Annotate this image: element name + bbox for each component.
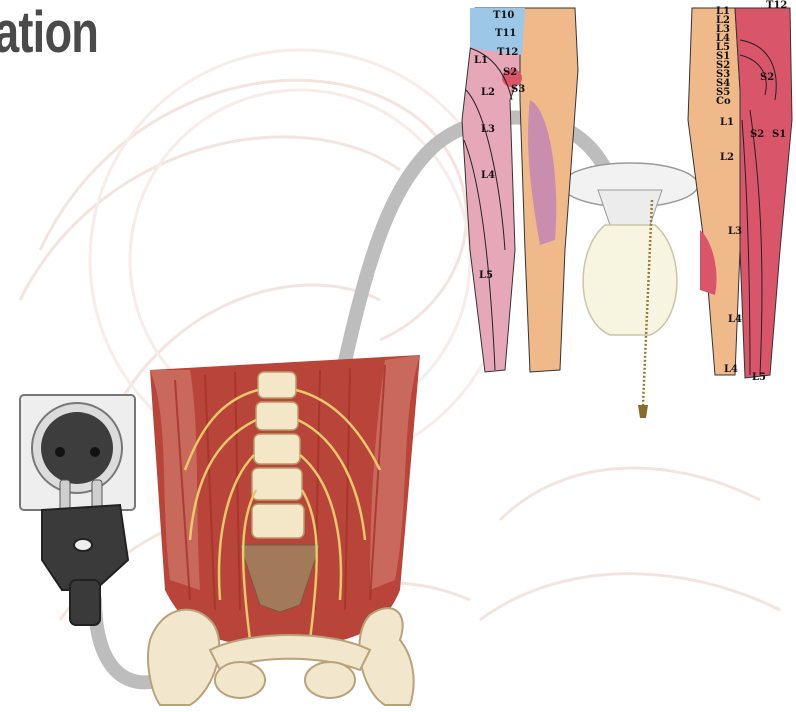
label-back-l4-low: L4 [724, 364, 738, 375]
label-back-l4-mid: L4 [728, 314, 742, 325]
label-t12: T12 [497, 47, 518, 58]
label-back-t12: T12 [766, 0, 787, 11]
label-l2: L2 [481, 87, 495, 98]
label-s3: S3 [511, 84, 525, 95]
label-back-s2-mid: S2 [750, 129, 764, 140]
label-t11: T11 [495, 28, 516, 39]
light-bulb-icon [562, 163, 698, 335]
label-l3: L3 [481, 124, 495, 135]
label-l5: L5 [479, 270, 493, 281]
label-back-l3-mid: L3 [728, 226, 742, 237]
label-back-s1-mid: S1 [772, 129, 786, 140]
wall-outlet-icon [20, 395, 135, 510]
label-back-l5-low: L5 [752, 372, 766, 383]
lumbar-plexus-illustration [148, 355, 420, 705]
label-back-co: Co [716, 96, 731, 107]
label-l1: L1 [474, 55, 488, 66]
label-back-l1-mid: L1 [720, 117, 734, 128]
label-l4: L4 [481, 170, 495, 181]
label-t10: T10 [493, 10, 514, 21]
label-back-s2-right: S2 [760, 72, 774, 83]
label-back-l2-mid: L2 [720, 152, 734, 163]
label-s2: S2 [503, 67, 517, 78]
